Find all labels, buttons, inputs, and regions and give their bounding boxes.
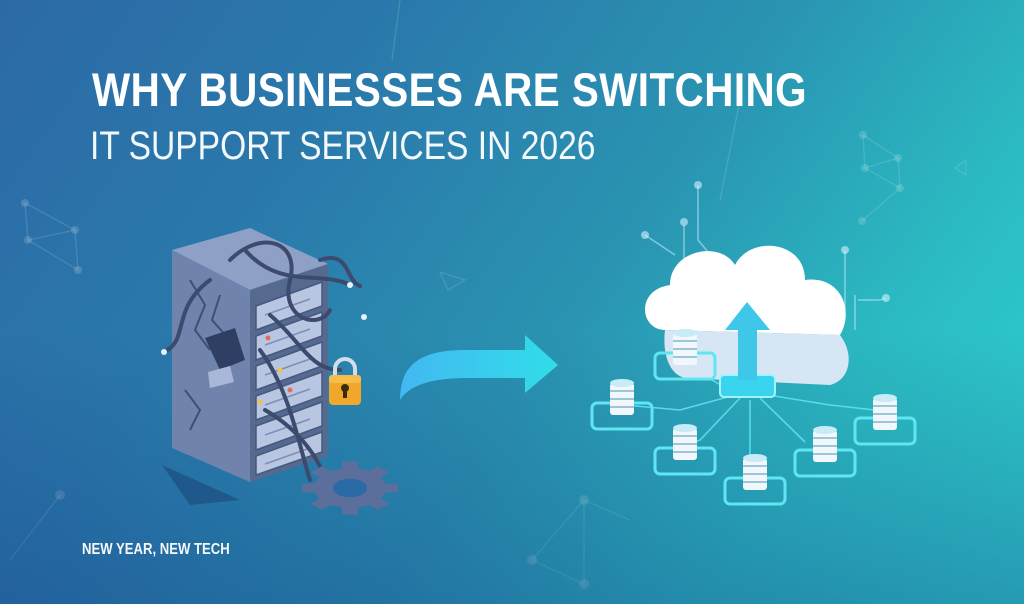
tagline: NEW YEAR, NEW TECH [82,541,230,558]
cloud-upload-icon [590,181,917,506]
padlock-icon [329,357,361,405]
headline-subtitle: IT SUPPORT SERVICES IN 2026 [90,124,596,168]
gear-icon [302,461,398,515]
curved-arrow-right-icon [400,335,558,400]
broken-server-rack-icon [161,228,367,505]
headline-title: WHY BUSINESSES ARE SWITCHING [92,63,807,116]
